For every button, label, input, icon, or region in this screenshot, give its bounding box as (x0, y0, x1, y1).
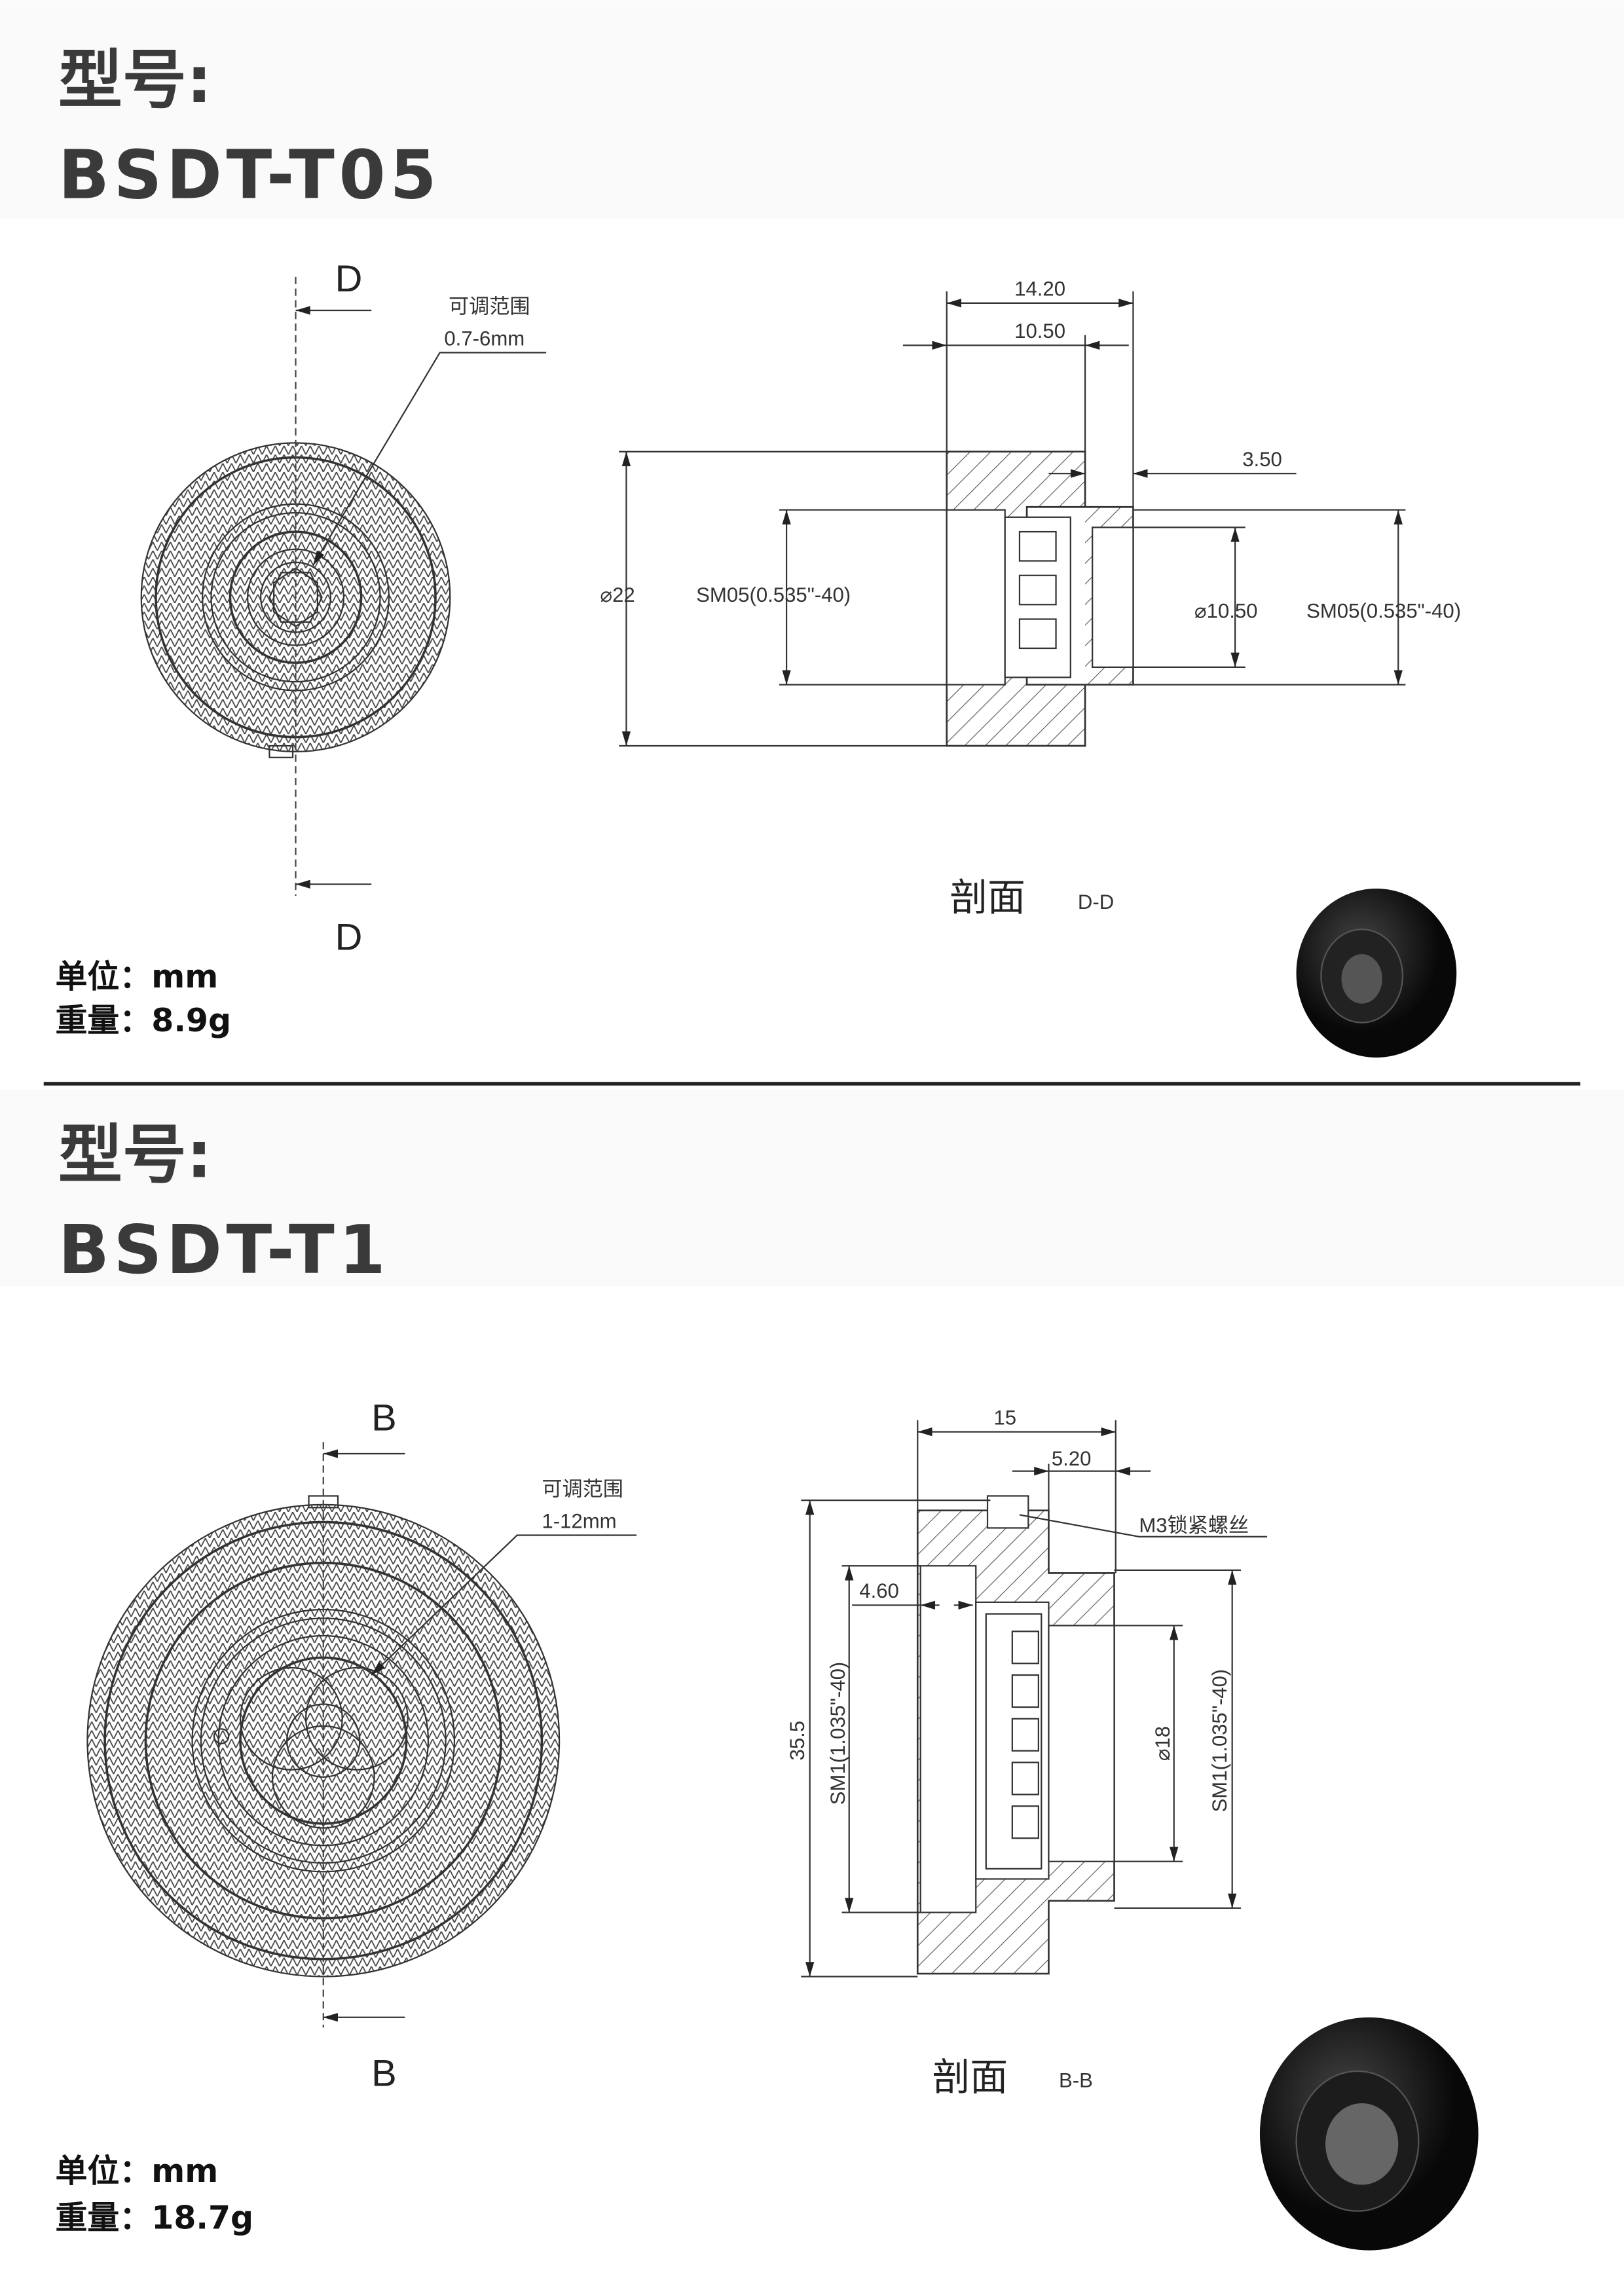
section-id: B-B (1059, 2069, 1093, 2092)
dim-thread-right: SM1(1.035"-40) (1208, 1669, 1231, 1813)
section-bsdt-t05: 型号: BSDT-T05 D D 可调范围 0.7-6mm 14.20 10.5… (0, 0, 1624, 1058)
adjust-range: 0.7-6mm (444, 327, 525, 350)
dim-bore-diameter: ⌀18 (1151, 1726, 1174, 1761)
adjust-range: 1-12mm (542, 1509, 616, 1532)
section-title: 剖面 (950, 877, 1025, 919)
weight-text: 重量：8.9g (56, 1002, 231, 1039)
dim-recess-depth: 4.60 (859, 1579, 899, 1602)
section-view: 14.20 10.50 3.50 ⌀22 SM05(0.535"-40) ⌀10… (600, 278, 1461, 919)
cut-label-top: B (371, 1397, 397, 1439)
product-photo (1259, 2017, 1479, 2251)
dim-thread-length: 3.50 (1242, 448, 1282, 471)
unit-text: 单位：mm (56, 958, 219, 995)
unit-text: 单位：mm (56, 2152, 219, 2190)
product-photo (1296, 888, 1457, 1058)
front-view: B B 可调范围 1-12mm (86, 1397, 637, 2094)
section-bsdt-t1: 型号: BSDT-T1 B B 可调范围 1-12mm 15 5.20 (0, 1089, 1624, 2251)
dim-outer-diameter: 35.5 (786, 1721, 809, 1761)
dim-thread-right: SM05(0.535"-40) (1306, 599, 1461, 622)
cut-label-bottom: D (335, 916, 363, 958)
adjust-label: 可调范围 (449, 295, 530, 318)
section-id: D-D (1078, 891, 1114, 913)
cut-label-bottom: B (371, 2052, 397, 2094)
cut-label-top: D (335, 258, 363, 300)
screw-note: M3锁紧螺丝 (1139, 1514, 1249, 1537)
model-name: BSDT-T05 (58, 137, 441, 215)
dim-bore-diameter: ⌀10.50 (1194, 599, 1258, 622)
dim-overall-length: 15 (993, 1406, 1016, 1429)
section-title: 剖面 (932, 2057, 1008, 2099)
model-name: BSDT-T1 (58, 1211, 390, 1289)
front-view: D D 可调范围 0.7-6mm (140, 258, 547, 958)
dim-overall-length: 14.20 (1014, 278, 1065, 301)
dim-thread-left: SM05(0.535"-40) (696, 583, 851, 606)
dim-thread-length: 5.20 (1052, 1447, 1092, 1470)
weight-text: 重量：18.7g (56, 2199, 254, 2236)
dim-body-length: 10.50 (1014, 320, 1065, 342)
dim-thread-left: SM1(1.035"-40) (826, 1662, 849, 1805)
model-label: 型号: (58, 43, 212, 118)
adjust-label: 可调范围 (542, 1477, 623, 1500)
section-view: 15 5.20 4.60 35.5 SM1(1.035"-40) ⌀18 SM1… (786, 1406, 1268, 2099)
dim-outer-diameter: ⌀22 (600, 583, 635, 606)
model-label: 型号: (58, 1118, 212, 1192)
